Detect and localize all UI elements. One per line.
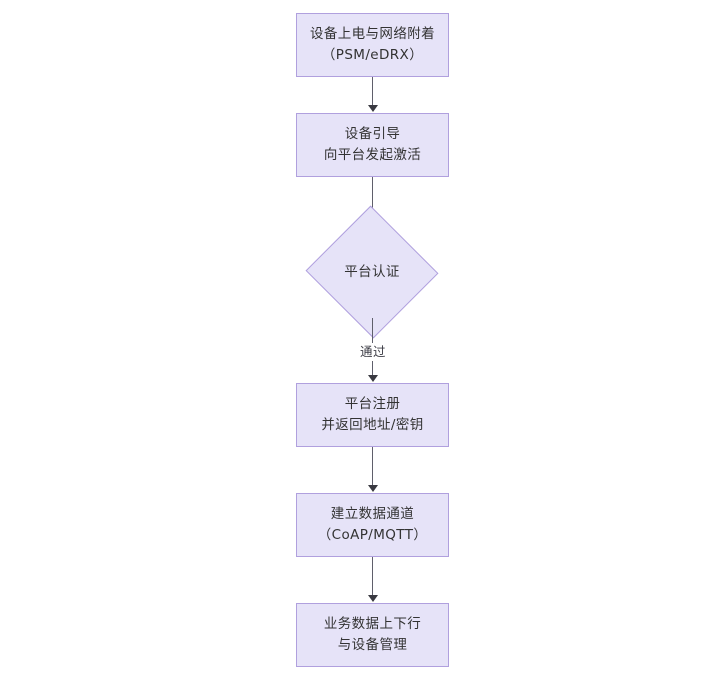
flow-node-business-data-line-1: 业务数据上下行 <box>323 616 422 632</box>
connector-2-line <box>372 177 373 219</box>
flow-node-power-on[interactable]: 设备上电与网络附着 （PSM/eDRX） <box>296 13 449 77</box>
connector-1-line <box>372 77 373 106</box>
flow-node-device-bootstrap-line-2: 向平台发起激活 <box>323 147 422 163</box>
flow-node-business-data[interactable]: 业务数据上下行 与设备管理 <box>296 603 449 667</box>
flow-node-data-channel-line-1: 建立数据通道 <box>330 506 415 522</box>
connector-4-arrowhead <box>368 485 378 492</box>
flow-node-platform-auth[interactable]: 平台认证 <box>305 205 439 339</box>
flow-node-platform-register[interactable]: 平台注册 并返回地址/密钥 <box>296 383 449 447</box>
flow-node-power-on-line-1: 设备上电与网络附着 <box>309 26 436 42</box>
flow-node-data-channel-line-2: （CoAP/MQTT） <box>317 527 428 543</box>
flow-node-device-bootstrap-line-1: 设备引导 <box>344 126 401 142</box>
flow-node-power-on-line-2: （PSM/eDRX） <box>321 47 424 63</box>
connector-5-arrowhead <box>368 595 378 602</box>
connector-1-arrowhead <box>368 105 378 112</box>
flow-node-business-data-line-2: 与设备管理 <box>337 637 408 653</box>
flow-node-platform-register-line-1: 平台注册 <box>344 396 401 412</box>
connector-3-arrowhead <box>368 375 378 382</box>
flow-node-data-channel[interactable]: 建立数据通道 （CoAP/MQTT） <box>296 493 449 557</box>
flow-node-platform-register-line-2: 并返回地址/密钥 <box>321 417 424 433</box>
flow-node-device-bootstrap[interactable]: 设备引导 向平台发起激活 <box>296 113 449 177</box>
connector-4-line <box>372 447 373 486</box>
connector-5-line <box>372 557 373 596</box>
edge-label-pass: 通过 <box>357 343 390 361</box>
flow-node-platform-auth-label: 平台认证 <box>344 263 400 280</box>
